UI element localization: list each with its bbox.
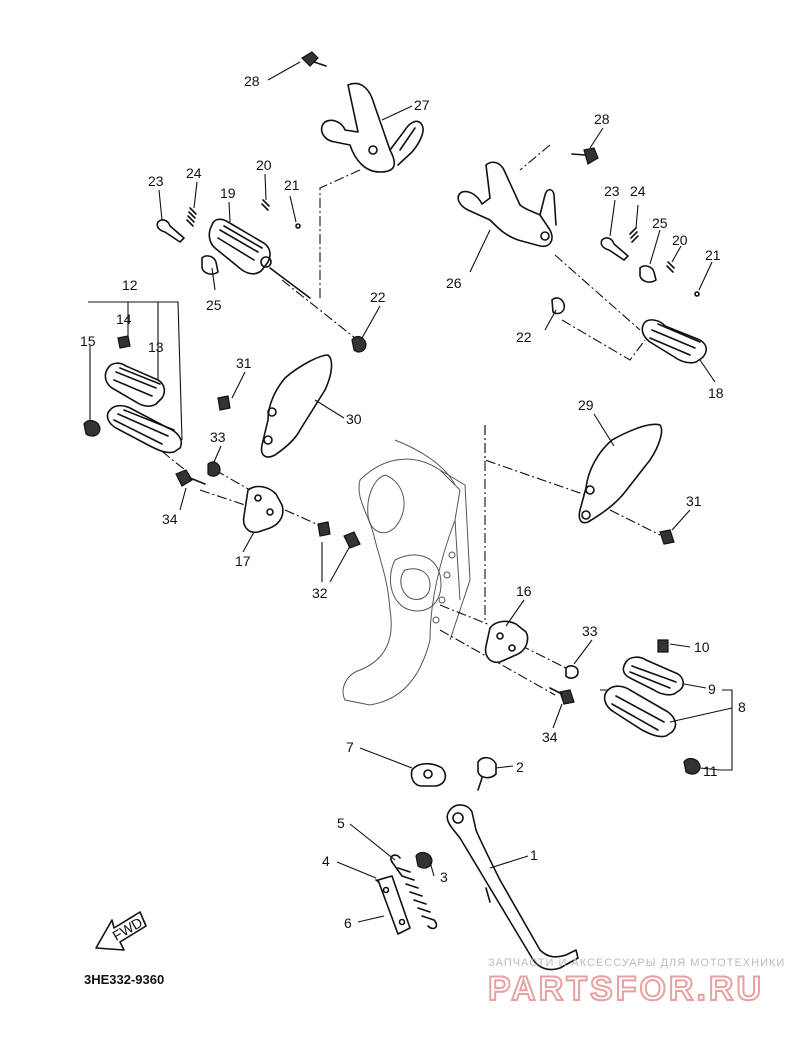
bolt-28-left[interactable] [301,51,327,67]
callout-9[interactable]: 9 [708,681,716,697]
footrest-15-assy[interactable] [83,404,183,454]
callout-28-left[interactable]: 28 [244,73,260,89]
callout-11[interactable]: 11 [703,763,718,779]
heel-guard-29[interactable] [578,423,663,524]
callout-34-right[interactable]: 34 [542,729,558,745]
callout-5[interactable]: 5 [337,815,345,831]
callout-25-left[interactable]: 25 [206,297,222,313]
callout-24-left[interactable]: 24 [186,165,202,181]
footrest-19[interactable] [208,218,311,299]
callout-6[interactable]: 6 [344,915,352,931]
callout-4[interactable]: 4 [322,853,330,869]
callout-13[interactable]: 13 [148,339,164,355]
spring-20-right[interactable] [666,261,675,273]
pin-23-right[interactable] [600,237,629,261]
bolt-14[interactable] [117,335,131,349]
bolt-2[interactable] [477,756,497,791]
callout-21-left[interactable]: 21 [284,177,300,193]
bolt-31-left[interactable] [217,395,231,411]
spring-20-left[interactable] [261,199,270,211]
callout-10[interactable]: 10 [694,639,710,655]
watermark-brand: PARTSFOR.RU [488,970,764,1008]
callout-26[interactable]: 26 [446,275,462,291]
callout-31-left[interactable]: 31 [236,355,252,371]
ball-21-left[interactable] [295,223,301,229]
watermark: ЗАПЧАСТИ И АКСЕССУАРЫ ДЛЯ МОТОТЕХНИКИ PA… [487,957,785,1009]
heel-guard-30[interactable] [260,354,333,458]
frame-outline [342,439,471,706]
callout-34-left[interactable]: 34 [162,511,178,527]
callout-21-right[interactable]: 21 [705,247,721,263]
callout-23-left[interactable]: 23 [148,173,164,189]
diagram-code: 3HE332-9360 [84,972,164,987]
callout-23-right[interactable]: 23 [604,183,620,199]
callout-16[interactable]: 16 [516,583,532,599]
forward-arrow-icon: FWD [95,911,147,951]
bolt-34-left[interactable] [175,469,206,487]
plate-25-right[interactable] [639,265,657,283]
assembly-guide-lines [147,144,661,696]
footrest-18[interactable] [641,319,708,364]
washer-33-right[interactable] [565,665,579,679]
footrest-8-assy[interactable] [603,685,701,775]
damper-22-left[interactable] [351,335,367,353]
callout-24-right[interactable]: 24 [630,183,646,199]
rear-footrest-bracket-right[interactable] [457,161,557,248]
rear-footrest-bracket-left[interactable] [320,82,424,173]
callout-20-left[interactable]: 20 [256,157,272,173]
callout-28-right[interactable]: 28 [594,111,610,127]
callout-22-right[interactable]: 22 [516,329,532,345]
callout-22-left[interactable]: 22 [370,289,386,305]
callout-29[interactable]: 29 [578,397,594,413]
callout-labels: 1 2 3 4 5 6 7 8 9 10 11 12 13 14 15 16 1… [80,73,746,931]
bolt-10[interactable] [657,639,669,653]
callout-14[interactable]: 14 [116,311,132,327]
spring-24-right[interactable] [629,227,639,243]
callout-20-right[interactable]: 20 [672,232,688,248]
callout-33-right[interactable]: 33 [582,623,598,639]
footrest-13[interactable] [104,362,166,407]
callout-15[interactable]: 15 [80,333,96,349]
leader-lines [88,61,733,923]
bolt-28-right[interactable] [571,147,599,165]
bolt-34-right[interactable] [549,687,575,705]
nut-3[interactable] [415,851,433,869]
cover-6[interactable] [377,875,411,935]
pin-23-left[interactable] [156,219,185,243]
callout-27[interactable]: 27 [414,97,430,113]
stand-bracket-7[interactable] [410,762,447,787]
damper-22-right[interactable] [551,297,566,315]
callout-32[interactable]: 32 [312,585,328,601]
callout-3[interactable]: 3 [440,869,448,885]
callout-17[interactable]: 17 [235,553,251,569]
callout-19[interactable]: 19 [220,185,236,201]
spring-5[interactable] [390,854,438,930]
callout-30[interactable]: 30 [346,411,362,427]
bolt-31-right[interactable] [659,529,675,545]
callout-8[interactable]: 8 [738,699,746,715]
sidestand-1[interactable] [446,804,579,971]
plate-25-left[interactable] [201,255,219,275]
washer-33-left[interactable] [207,461,221,477]
callout-25-right[interactable]: 25 [652,215,668,231]
callout-2[interactable]: 2 [516,759,524,775]
callout-12[interactable]: 12 [122,277,138,293]
callout-33-left[interactable]: 33 [210,429,226,445]
footrest-9[interactable] [622,656,684,696]
footrest-bracket-17[interactable] [242,485,284,534]
watermark-tagline: ЗАПЧАСТИ И АКСЕССУАРЫ ДЛЯ МОТОТЕХНИКИ [488,957,785,969]
callout-7[interactable]: 7 [346,739,354,755]
callout-18[interactable]: 18 [708,385,724,401]
bolts-32[interactable] [317,521,361,549]
callout-31-right[interactable]: 31 [686,493,702,509]
ball-21-right[interactable] [694,291,700,297]
footrest-bracket-16[interactable] [484,620,529,664]
callout-1[interactable]: 1 [530,847,538,863]
spring-24-left[interactable] [186,207,197,227]
